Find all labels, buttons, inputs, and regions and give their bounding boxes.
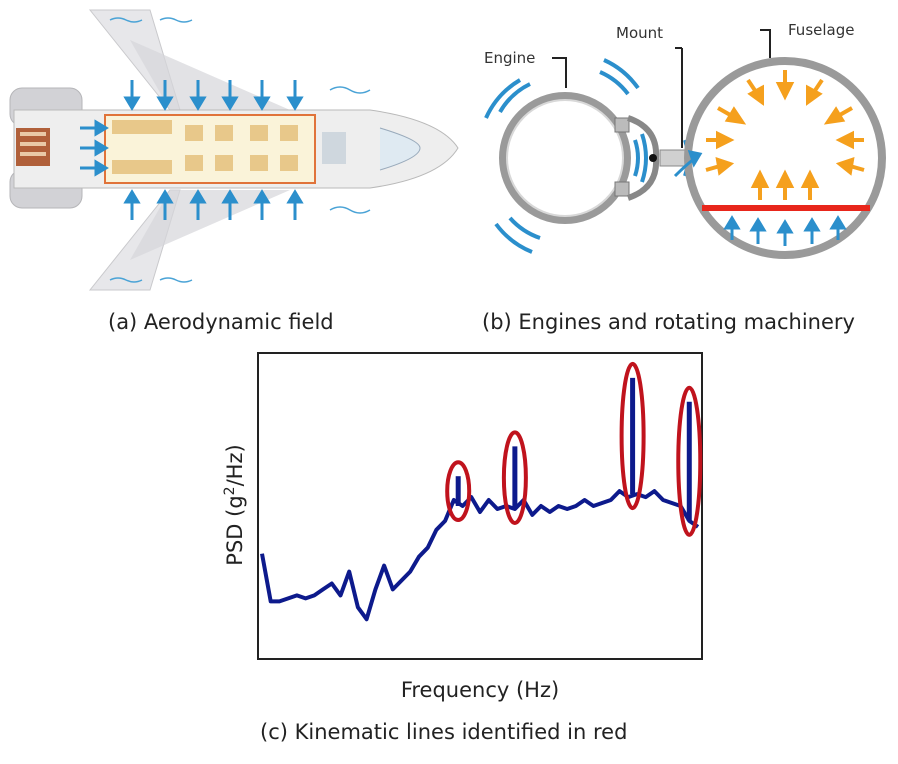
y-axis-label-main: PSD (g (223, 495, 247, 565)
caption-panel-b: (b) Engines and rotating machinery (482, 310, 855, 334)
mount-label: Mount (616, 24, 663, 42)
pressure-arrows-icon (705, 70, 865, 200)
x-axis-label: Frequency (Hz) (401, 678, 559, 702)
panel-engines-rotating-machinery: Engine Mount Fuselage (470, 0, 898, 300)
vortex-waves-icon (109, 17, 371, 283)
floor-vibration-arrows-icon (673, 150, 847, 246)
fuselage-ring-icon (684, 57, 886, 259)
aircraft-top-view-icon (9, 9, 459, 291)
caption-panel-a: (a) Aerodynamic field (108, 310, 334, 334)
engine-label: Engine (484, 49, 535, 67)
engine-ring-icon (499, 92, 631, 224)
airflow-arrows-icon (80, 80, 304, 220)
kinematic-line-highlight-2 (501, 430, 528, 525)
y-axis-label-superscript: 2 (222, 486, 238, 495)
y-axis-label-tail: /Hz) (223, 444, 247, 486)
y-axis-label: PSD (g2/Hz) (222, 444, 247, 565)
panel-aerodynamic-field (0, 0, 470, 300)
kinematic-line-highlight-4 (676, 385, 703, 537)
fuselage-label: Fuselage (788, 21, 854, 39)
panel-psd-chart: PSD (g2/Hz) Frequency (Hz) (210, 345, 710, 705)
caption-panel-c: (c) Kinematic lines identified in red (260, 720, 628, 744)
kinematic-line-highlight-1 (445, 460, 472, 523)
psd-chart: PSD (g2/Hz) Frequency (Hz) (222, 352, 703, 702)
vibration-waves-icon (484, 58, 690, 254)
kinematic-line-highlight-3 (619, 361, 646, 511)
